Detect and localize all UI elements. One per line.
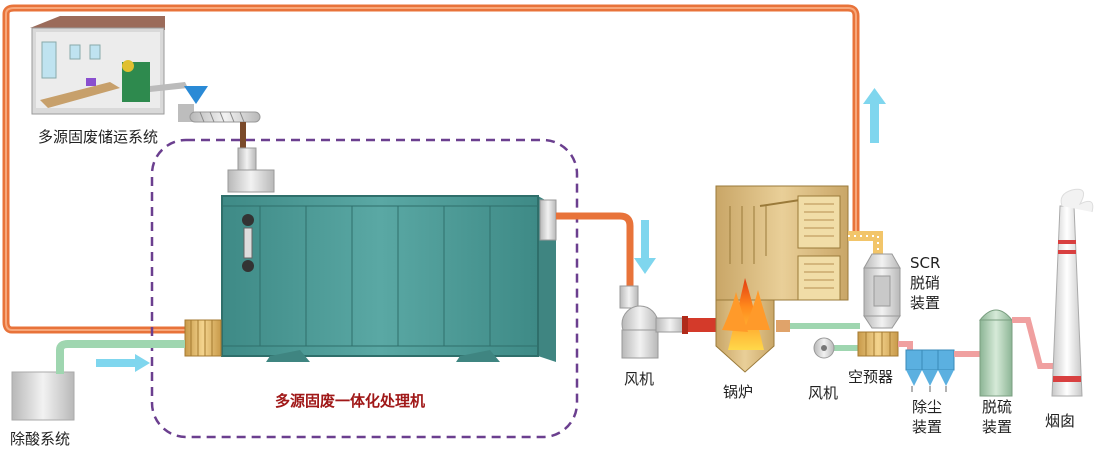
flue-pipe-to-chimney: [1012, 317, 1054, 369]
dust-label-1: 除尘: [912, 398, 942, 416]
acid-flow-arrow: [96, 354, 150, 372]
desulf-label-2: 装置: [982, 418, 1012, 436]
scr-label-2: 脱硝: [910, 274, 940, 292]
chimney-label: 烟囱: [1045, 412, 1075, 430]
dust-label-2: 装置: [912, 418, 942, 436]
desulfurization-tower: [978, 309, 1014, 397]
integrated-processing-machine: [221, 195, 556, 362]
storage-transport-system: [30, 16, 261, 148]
up-flow-arrow: [863, 88, 886, 143]
desulf-label-1: 脱硫: [982, 398, 1012, 416]
storage-label: 多源固废储运系统: [38, 128, 158, 146]
feed-hopper: [227, 147, 275, 193]
burner-inlet: [682, 316, 716, 334]
chimney: [1051, 188, 1094, 397]
acid-label: 除酸系统: [10, 430, 70, 448]
down-flow-arrow: [634, 220, 656, 274]
air-preheater-label: 空预器: [848, 368, 893, 386]
integrated-machine-boundary: [150, 138, 579, 439]
air-preheater: [857, 331, 899, 357]
boiler-label: 锅炉: [723, 383, 753, 401]
core-machine-title: 多源固废一体化处理机: [275, 392, 425, 410]
scr-label-3: 装置: [910, 294, 940, 312]
scr-label-1: SCR: [910, 254, 940, 272]
forced-fan-2: [813, 337, 835, 359]
dust-removal-unit: [905, 349, 955, 392]
fan2-label: 风机: [808, 384, 838, 402]
acid-inlet-flange: [184, 319, 222, 357]
fan1-label: 风机: [624, 370, 654, 388]
flue-duct: [848, 231, 883, 254]
gas-pipe-to-fan: [556, 212, 634, 290]
boiler: [715, 185, 849, 373]
induced-fan-1: [619, 285, 685, 359]
scr-denitration-unit: [863, 253, 901, 329]
acid-removal-system: [11, 364, 75, 421]
green-acid-pipe: [56, 340, 185, 366]
gas-outlet: [539, 199, 557, 241]
